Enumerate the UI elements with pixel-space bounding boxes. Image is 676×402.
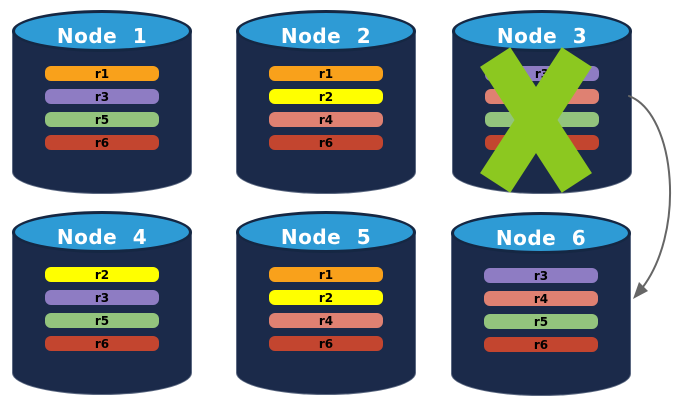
record-label: r6 [318, 336, 334, 351]
node-title: Node 6 [495, 226, 587, 250]
record-r1: r1 [45, 66, 159, 81]
record-label: r1 [318, 66, 334, 81]
record-r2: r2 [45, 267, 159, 282]
record-label: r5 [94, 112, 110, 127]
record-label: r2 [318, 89, 334, 104]
node-2: Node 2 r1 r2 r4 r6 [236, 10, 416, 194]
record-list: r2 r3 r5 r6 [12, 267, 192, 359]
record-label: r2 [94, 267, 110, 282]
record-r6: r6 [484, 337, 598, 352]
record-r6: r6 [45, 135, 159, 150]
record-r6: r6 [45, 336, 159, 351]
record-label: r6 [94, 336, 110, 351]
record-label: r5 [94, 313, 110, 328]
record-list: r1 r2 r4 r6 [236, 267, 416, 359]
cylinder-top: Node 5 [236, 211, 416, 253]
cylinder-top: Node 2 [236, 10, 416, 52]
node-5: Node 5 r1 r2 r4 r6 [236, 211, 416, 395]
record-r2: r2 [269, 290, 383, 305]
node-title: Node 1 [56, 24, 148, 48]
record-label: r6 [533, 337, 549, 352]
record-r2: r2 [269, 89, 383, 104]
node-title: Node 4 [56, 225, 148, 249]
record-label: r4 [533, 291, 549, 306]
record-label: r6 [318, 135, 334, 150]
record-r5: r5 [45, 313, 159, 328]
record-r1: r1 [269, 267, 383, 282]
node-1: Node 1 r1 r3 r5 r6 [12, 10, 192, 194]
node-title: Node 5 [280, 225, 372, 249]
record-r4: r4 [269, 112, 383, 127]
node-title: Node 3 [496, 24, 588, 48]
node-title: Node 2 [280, 24, 372, 48]
record-r5: r5 [484, 314, 598, 329]
record-label: r3 [533, 268, 549, 283]
record-label: r3 [94, 89, 110, 104]
record-list: r3 r4 r5 r6 [451, 268, 631, 360]
record-r3: r3 [45, 89, 159, 104]
cylinder-top: Node 3 [452, 10, 632, 52]
record-label: r2 [318, 290, 334, 305]
record-label: r4 [318, 313, 334, 328]
record-r5: r5 [45, 112, 159, 127]
record-r6: r6 [269, 336, 383, 351]
record-label: r5 [533, 314, 549, 329]
arrow-curve [628, 95, 672, 293]
record-r6: r6 [269, 135, 383, 150]
record-r3: r3 [484, 268, 598, 283]
node-4: Node 4 r2 r3 r5 r6 [12, 211, 192, 395]
record-label: r1 [94, 66, 110, 81]
record-r3: r3 [45, 290, 159, 305]
cylinder-top: Node 1 [12, 10, 192, 52]
record-label: r3 [94, 290, 110, 305]
cylinder-top: Node 4 [12, 211, 192, 253]
cylinder-top: Node 6 [451, 212, 631, 254]
arrow-head-icon [633, 282, 648, 299]
record-r1: r1 [269, 66, 383, 81]
failure-x-icon [452, 10, 632, 194]
record-label: r6 [94, 135, 110, 150]
record-label: r4 [318, 112, 334, 127]
record-list: r1 r2 r4 r6 [236, 66, 416, 158]
node-6: Node 6 r3 r4 r5 r6 [451, 212, 631, 396]
record-list: r1 r3 r5 r6 [12, 66, 192, 158]
record-r4: r4 [484, 291, 598, 306]
record-r4: r4 [269, 313, 383, 328]
record-label: r1 [318, 267, 334, 282]
